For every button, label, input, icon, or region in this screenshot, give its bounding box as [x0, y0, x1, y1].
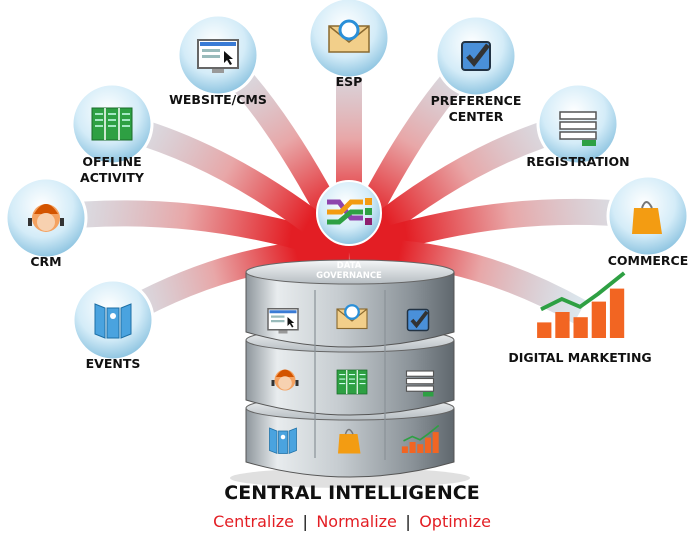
tagline: Centralize | Normalize | Optimize: [213, 512, 491, 531]
database-form-icon: [405, 370, 435, 397]
database-bar-chart-trend-icon: [401, 424, 440, 453]
node-label-digital: DIGITAL MARKETING: [508, 350, 651, 365]
node-label-events: EVENTS: [86, 356, 141, 371]
page-title: CENTRAL INTELLIGENCE: [224, 482, 479, 504]
node-label-commerce: COMMERCE: [608, 253, 689, 268]
source-node-website: WEBSITE/CMS: [169, 13, 267, 107]
node-label-crm: CRM: [30, 254, 61, 269]
tagline-separator: |: [302, 512, 307, 531]
form-icon: [559, 111, 597, 146]
source-node-registration: REGISTRATION: [526, 82, 630, 169]
source-node-crm: CRM: [4, 176, 88, 269]
database-brochure-icon: [336, 369, 368, 395]
node-label-website: WEBSITE/CMS: [169, 92, 267, 107]
tagline-centralize: Centralize: [213, 512, 294, 531]
flow-arc-digital: [348, 238, 587, 324]
node-label-esp: ESP: [336, 74, 363, 89]
database-tier-top: [245, 259, 455, 285]
bar-chart-trend-icon: [537, 271, 626, 338]
monitor-icon: [197, 39, 239, 73]
checkbox-icon: [461, 41, 491, 71]
email-envelope-icon: [328, 19, 370, 53]
tagline-optimize: Optimize: [419, 512, 491, 531]
database-checkbox-icon: [406, 308, 430, 332]
shopping-bag-icon: [632, 201, 662, 234]
database-shopping-bag-icon: [338, 428, 361, 454]
node-label-offline: OFFLINE: [82, 154, 141, 169]
booth-icon: [94, 303, 132, 339]
source-node-digital: DIGITAL MARKETING: [508, 271, 652, 365]
data-governance-node: DATA GOVERNANCE: [316, 180, 382, 281]
database-monitor-icon: [267, 308, 299, 334]
headset-agent-icon: [28, 204, 64, 232]
source-node-commerce: COMMERCE: [606, 174, 690, 268]
database-email-envelope-icon: [336, 304, 368, 330]
source-node-events: EVENTS: [71, 278, 155, 371]
shuffle-arrows-icon: [327, 198, 372, 225]
governance-label-1: DATA: [337, 261, 362, 271]
central-database: [230, 259, 470, 488]
database-booth-icon: [269, 427, 297, 455]
node-label-preference: PREFERENCE: [431, 93, 522, 108]
node-label-registration: REGISTRATION: [526, 154, 629, 169]
node-label-offline: ACTIVITY: [80, 170, 145, 185]
tagline-normalize: Normalize: [316, 512, 397, 531]
source-node-esp: ESP: [307, 0, 391, 89]
node-label-preference: CENTER: [449, 109, 504, 124]
brochure-icon: [91, 107, 133, 141]
database-headset-agent-icon: [271, 369, 299, 391]
tagline-separator: |: [405, 512, 410, 531]
governance-label-2: GOVERNANCE: [316, 271, 382, 281]
